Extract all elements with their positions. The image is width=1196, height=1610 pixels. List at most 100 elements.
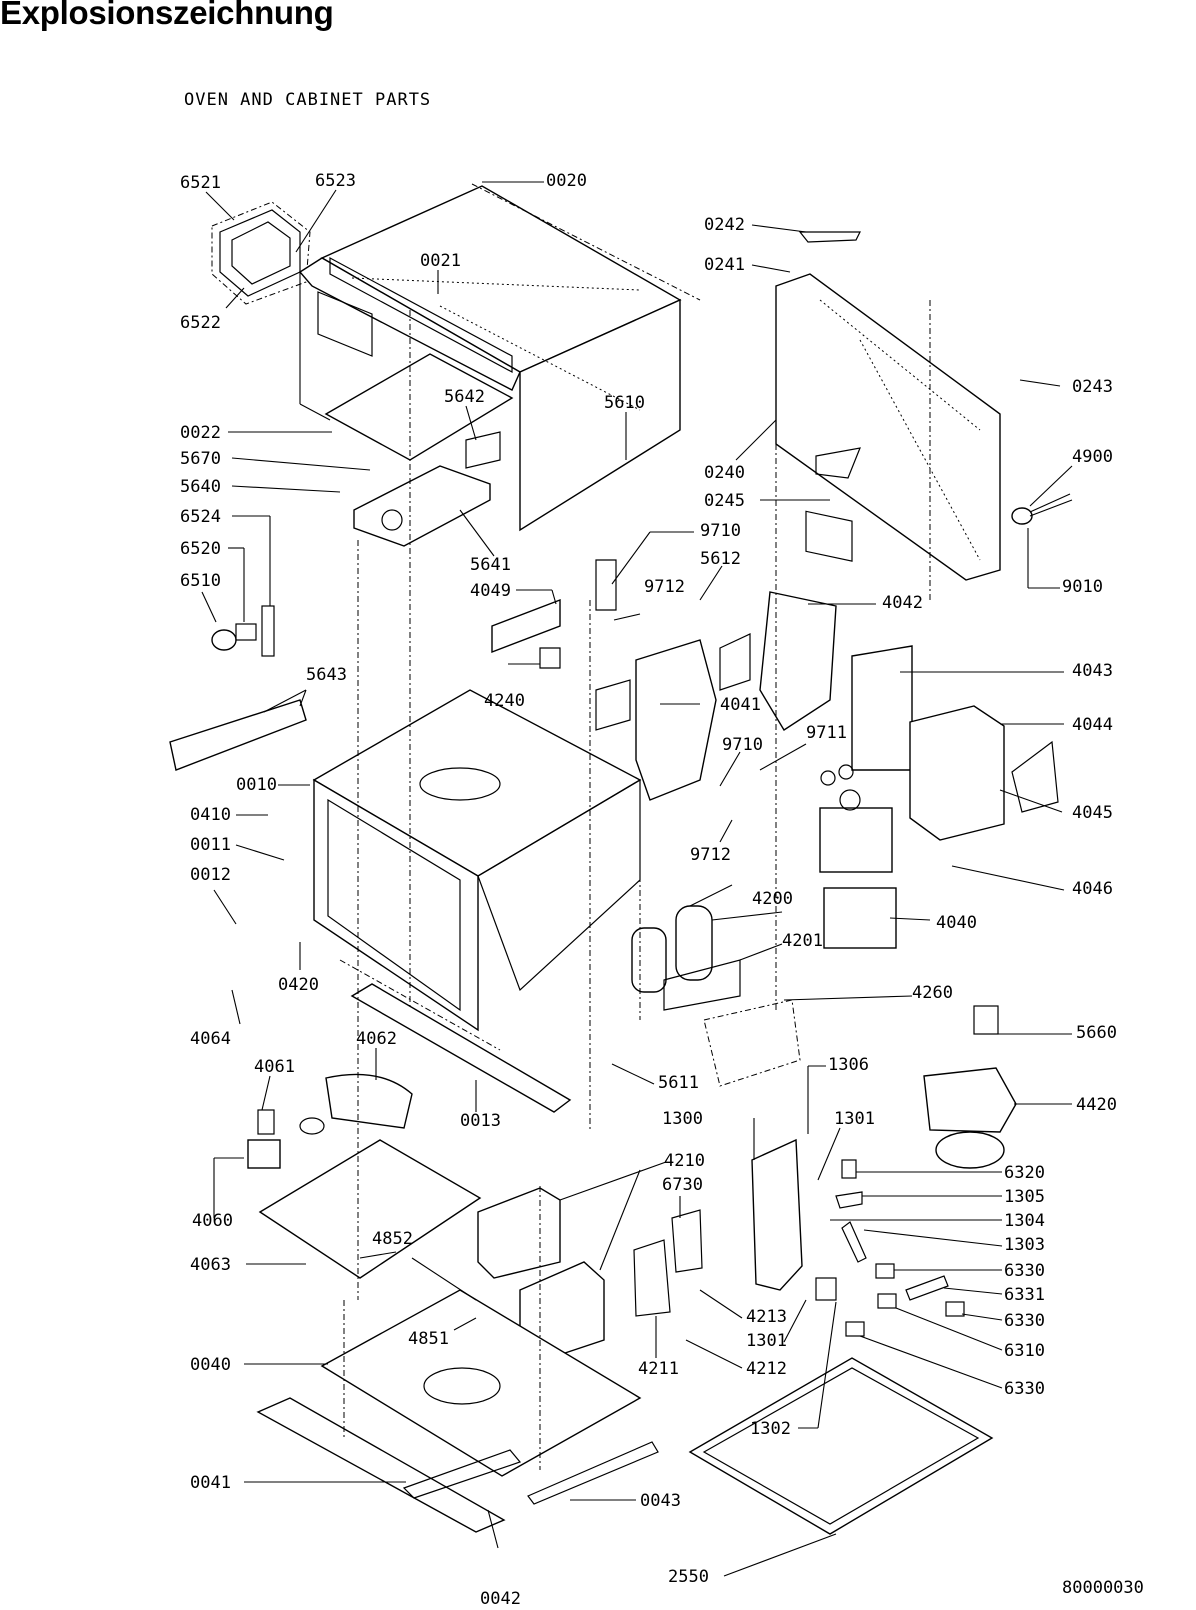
label-6520: 6520	[180, 539, 221, 559]
label-4240: 4240	[484, 691, 525, 711]
label-4046: 4046	[1072, 879, 1113, 899]
alignment-lines	[343, 300, 931, 1470]
stirrer-motor-shape	[247, 1109, 325, 1169]
stirrer-blade-shape	[325, 1073, 413, 1129]
label-5640: 5640	[180, 477, 221, 497]
diode-assembly-shape	[703, 999, 801, 1087]
rail-shape	[169, 699, 307, 771]
label-1302: 1302	[750, 1419, 791, 1439]
label-0042: 0042	[480, 1589, 521, 1609]
label-1303: 1303	[1004, 1235, 1045, 1255]
magnetron-cover-shape	[909, 705, 1059, 841]
micro-switches-shape	[845, 1263, 965, 1337]
label-4900: 4900	[1072, 447, 1113, 467]
control-strip-shape	[256, 1397, 506, 1533]
label-4049: 4049	[470, 581, 511, 601]
label-4041: 4041	[720, 695, 761, 715]
outer-cabinet-shape	[298, 183, 701, 532]
door-seal-shape	[688, 1357, 994, 1535]
label-4043: 4043	[1072, 661, 1113, 681]
label-4045: 4045	[1072, 803, 1113, 823]
label-4063: 4063	[190, 1255, 231, 1275]
fuse-holder-shape	[671, 1209, 703, 1273]
air-duct-shape	[353, 431, 501, 547]
label-5610: 5610	[604, 393, 645, 413]
label-6320: 6320	[1004, 1163, 1045, 1183]
diagram-subtitle: OVEN AND CABINET PARTS	[184, 90, 432, 110]
label-4420: 4420	[1076, 1095, 1117, 1115]
label-0043: 0043	[640, 1491, 681, 1511]
label-6330-b: 6330	[1004, 1311, 1045, 1331]
label-6510: 6510	[180, 571, 221, 591]
oven-cavity-shape	[312, 689, 642, 1051]
label-1301-bottom: 1301	[746, 1331, 787, 1351]
label-1300: 1300	[662, 1109, 703, 1129]
label-4201: 4201	[782, 931, 823, 951]
latch-bracket-shape	[751, 1138, 803, 1291]
label-0245: 0245	[704, 491, 745, 511]
label-0242: 0242	[704, 215, 745, 235]
label-4040: 4040	[936, 913, 977, 933]
label-6331: 6331	[1004, 1285, 1045, 1305]
label-5643: 5643	[306, 665, 347, 685]
lamp-cover-shape	[211, 201, 311, 305]
base-tray-shape	[258, 1139, 482, 1279]
label-4211: 4211	[638, 1359, 679, 1379]
gasket-frame-shape	[851, 645, 913, 771]
label-5660: 5660	[1076, 1023, 1117, 1043]
label-1301-top: 1301	[834, 1109, 875, 1129]
label-0021: 0021	[420, 251, 461, 271]
fan-motor-shape	[923, 1005, 1017, 1169]
label-2550: 2550	[668, 1567, 709, 1587]
label-0240: 0240	[704, 463, 745, 483]
label-5670: 5670	[180, 449, 221, 469]
label-0410: 0410	[190, 805, 231, 825]
document-number: 80000030	[1062, 1578, 1144, 1598]
label-0040: 0040	[190, 1355, 231, 1375]
back-panel-shape	[775, 231, 1001, 581]
guide-shape	[719, 633, 751, 691]
label-6330-c: 6330	[1004, 1379, 1045, 1399]
label-0020: 0020	[546, 171, 587, 191]
label-6521: 6521	[180, 173, 221, 193]
power-connector-shape	[1011, 493, 1073, 525]
label-0013: 0013	[460, 1111, 501, 1131]
label-9010: 9010	[1062, 577, 1103, 597]
label-0010: 0010	[236, 775, 277, 795]
label-4260: 4260	[912, 983, 953, 1003]
label-4044: 4044	[1072, 715, 1113, 735]
capacitors-shape	[631, 905, 741, 1011]
insulation-panel-shape	[324, 353, 514, 461]
label-1306: 1306	[828, 1055, 869, 1075]
label-1305: 1305	[1004, 1187, 1045, 1207]
label-1304: 1304	[1004, 1211, 1045, 1231]
page-title: Explosionszeichnung	[0, 0, 334, 31]
waveguide-shape	[595, 639, 717, 801]
fan-bracket-shape	[759, 591, 837, 731]
label-9710-mid: 9710	[722, 735, 763, 755]
label-4851: 4851	[408, 1329, 449, 1349]
trim-right-shape	[527, 1441, 659, 1505]
label-6330-a: 6330	[1004, 1261, 1045, 1281]
label-4210: 4210	[664, 1151, 705, 1171]
label-9710-top: 9710	[700, 521, 741, 541]
label-6730: 6730	[662, 1175, 703, 1195]
bottom-plate-shape	[320, 1289, 642, 1477]
diagram-artwork	[169, 183, 1073, 1535]
label-0241: 0241	[704, 255, 745, 275]
label-6522: 6522	[180, 313, 221, 333]
leader-lines	[201, 181, 1073, 1577]
label-4042: 4042	[882, 593, 923, 613]
label-9712-mid: 9712	[690, 845, 731, 865]
lamp-shape	[211, 605, 275, 657]
front-strip-shape	[350, 983, 572, 1113]
label-6310: 6310	[1004, 1341, 1045, 1361]
label-0012: 0012	[190, 865, 231, 885]
label-0243: 0243	[1072, 377, 1113, 397]
label-4852: 4852	[372, 1229, 413, 1249]
label-4213: 4213	[746, 1307, 787, 1327]
label-6524: 6524	[180, 507, 221, 527]
label-9711: 9711	[806, 723, 847, 743]
label-4060: 4060	[192, 1211, 233, 1231]
